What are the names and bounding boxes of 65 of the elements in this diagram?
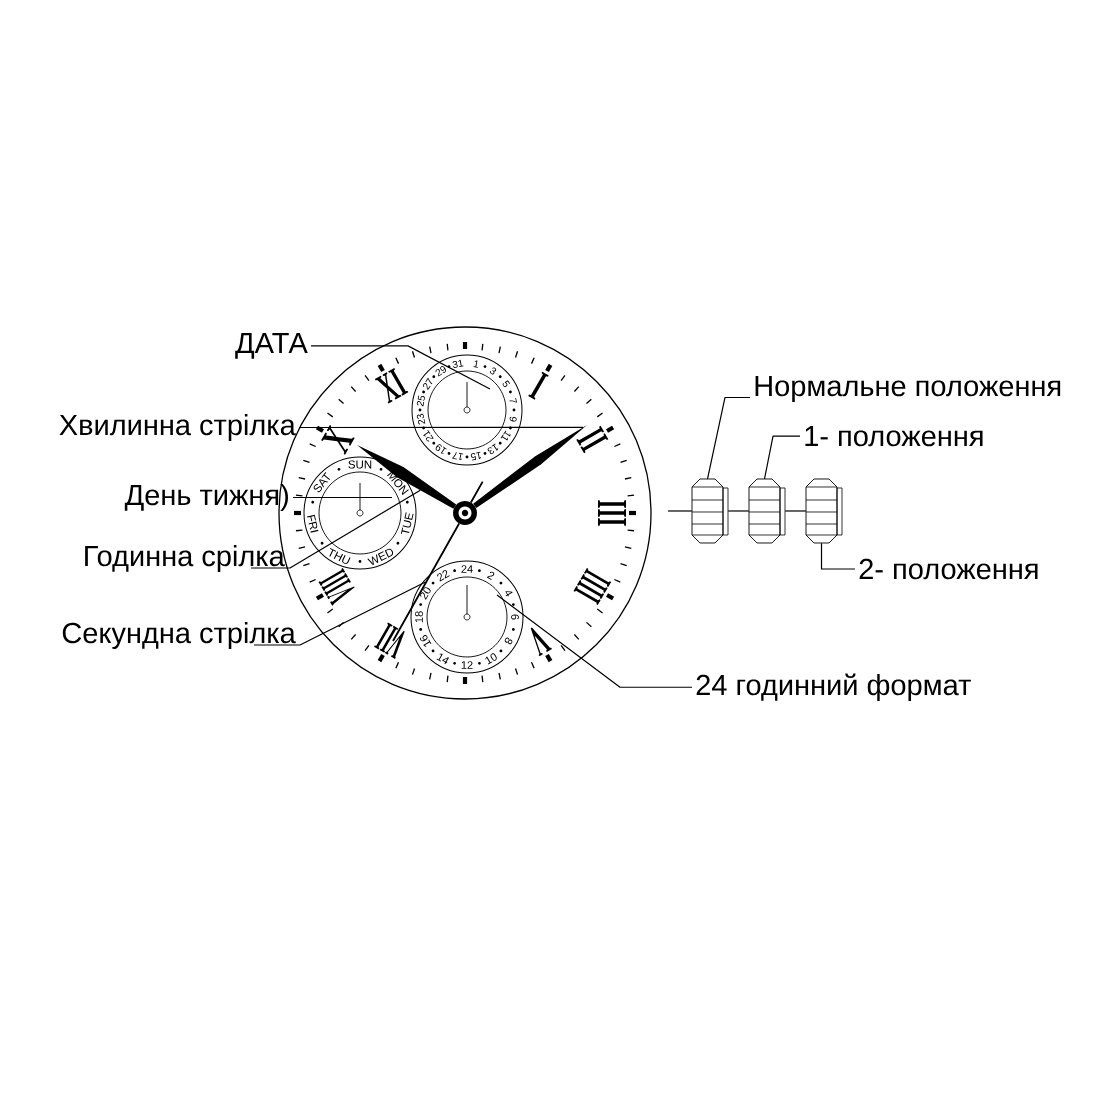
ring-number: 11	[500, 430, 511, 441]
part-label: Секундна стрілка	[62, 622, 296, 649]
stem-line	[784, 510, 807, 512]
weekday-name: THU	[329, 548, 351, 565]
leader-line	[250, 489, 421, 569]
ring-number: 25	[416, 395, 425, 407]
weekday-name: TUE	[400, 512, 414, 535]
ring-number: 23	[416, 413, 426, 425]
ring-number: 22	[437, 570, 450, 582]
ring-number: 2	[486, 571, 495, 580]
ring-number: 6	[511, 614, 519, 620]
crown	[748, 478, 786, 544]
ring-number: 9	[509, 416, 517, 422]
ring-number: 12	[461, 661, 473, 669]
leader-line	[292, 496, 393, 499]
stem-line	[727, 510, 750, 512]
part-label: 24 годинний формат	[696, 673, 971, 701]
weekday-name: SUN	[348, 460, 372, 469]
ring-number: 13	[487, 443, 499, 455]
ring-number: 20	[420, 587, 431, 600]
ring-number: 15	[470, 451, 482, 461]
ring-number: 10	[485, 653, 497, 665]
ring-number: 3	[489, 367, 497, 375]
ring-number: 16	[420, 635, 432, 647]
part-label: Хвилинна стрілка	[59, 414, 296, 441]
ring-number: 17	[452, 452, 464, 461]
ring-number: 31	[452, 359, 464, 368]
crown	[691, 478, 729, 544]
roman-numeral: IIII	[573, 567, 612, 606]
crown	[805, 478, 843, 544]
ring-number: 4	[505, 591, 513, 597]
leader-line	[298, 426, 584, 429]
weekday-name: FRI	[307, 514, 319, 533]
part-label: Годинна срілка	[85, 545, 285, 572]
stem-line	[667, 510, 693, 512]
ring-number: 5	[502, 380, 511, 387]
roman-numeral: X	[321, 425, 355, 455]
roman-numeral: II	[576, 425, 609, 454]
leader-line	[706, 396, 751, 480]
ring-number: 24	[461, 565, 473, 573]
leader-line	[496, 594, 693, 688]
roman-numeral: VIII	[318, 567, 355, 606]
roman-numeral: III	[598, 500, 626, 526]
ring-number: 8	[504, 637, 513, 645]
ring-number: 7	[509, 397, 517, 403]
leader-line	[820, 542, 856, 570]
roman-numeral: I	[528, 371, 549, 400]
ring-number: 1	[473, 360, 478, 368]
leader-line	[253, 581, 426, 646]
leader-line	[310, 345, 491, 390]
part-label: ДАТА	[235, 333, 308, 359]
leader-line	[763, 435, 801, 480]
ring-number: 14	[436, 653, 449, 665]
ring-number: 19	[435, 444, 447, 454]
part-label: 1- положення	[805, 426, 983, 447]
ring-number: 21	[423, 429, 434, 442]
ring-number: 18	[415, 611, 423, 623]
roman-numeral: VII	[374, 622, 405, 659]
roman-numeral: V	[530, 627, 552, 657]
part-label: 2- положення	[859, 558, 1038, 580]
ring-number: 29	[435, 366, 446, 377]
roman-numeral: XI	[374, 367, 409, 404]
ring-number: 27	[423, 377, 433, 390]
weekday-name: WED	[367, 548, 394, 566]
part-label: Нормальне положення	[755, 376, 1061, 402]
